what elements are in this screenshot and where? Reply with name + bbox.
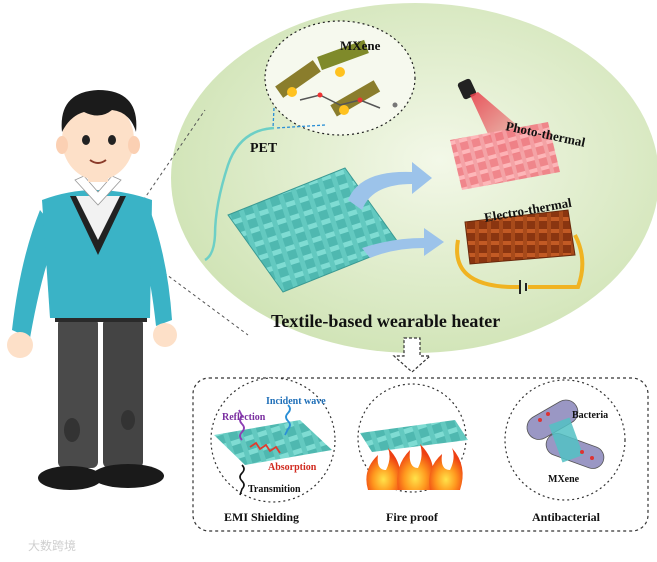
transmission-wave-arrow	[239, 464, 245, 496]
arrow-to-electro-thermal	[362, 228, 444, 258]
absorption-wave-arrow	[249, 441, 281, 454]
emi-shielding-title: EMI Shielding	[224, 510, 299, 524]
pet-label: PET	[250, 141, 278, 156]
absorption-label: Absorption	[268, 462, 317, 473]
laser-source	[457, 78, 477, 100]
fire-proof-title: Fire proof	[386, 510, 439, 524]
electro-thermal-fabric	[464, 209, 576, 265]
electro-circuit	[455, 234, 585, 289]
antibacterial-title: Antibacterial	[532, 510, 601, 524]
down-arrow	[392, 337, 432, 373]
transmission-label: Transmition	[248, 484, 301, 495]
mxene-molecule-illustration	[275, 39, 398, 117]
bacteria-illustration	[526, 399, 605, 469]
bacteria-label: Bacteria	[572, 410, 608, 421]
main-title: Textile-based wearable heater	[271, 311, 500, 331]
arrow-to-photo-thermal	[348, 162, 432, 210]
connector-line-top	[139, 109, 206, 206]
reflection-wave-arrow	[238, 409, 245, 441]
pet-fiber	[204, 126, 275, 262]
fire-fabric	[360, 420, 468, 452]
reflection-label: Reflection	[222, 412, 266, 423]
photo-thermal-fabric	[450, 122, 560, 190]
fiber-leader-left	[272, 107, 275, 129]
mxene-bottom-label: MXene	[548, 474, 580, 485]
incident-wave-label: Incident wave	[266, 396, 326, 407]
fiber-leader-right	[275, 124, 326, 129]
connector-line-bottom	[139, 254, 249, 336]
watermark: 大数跨境	[28, 538, 76, 553]
incident-wave-arrow	[284, 404, 291, 436]
flames-illustration	[366, 444, 463, 490]
mxene-top-label: MXene	[340, 38, 381, 53]
person-illustration	[7, 90, 177, 490]
